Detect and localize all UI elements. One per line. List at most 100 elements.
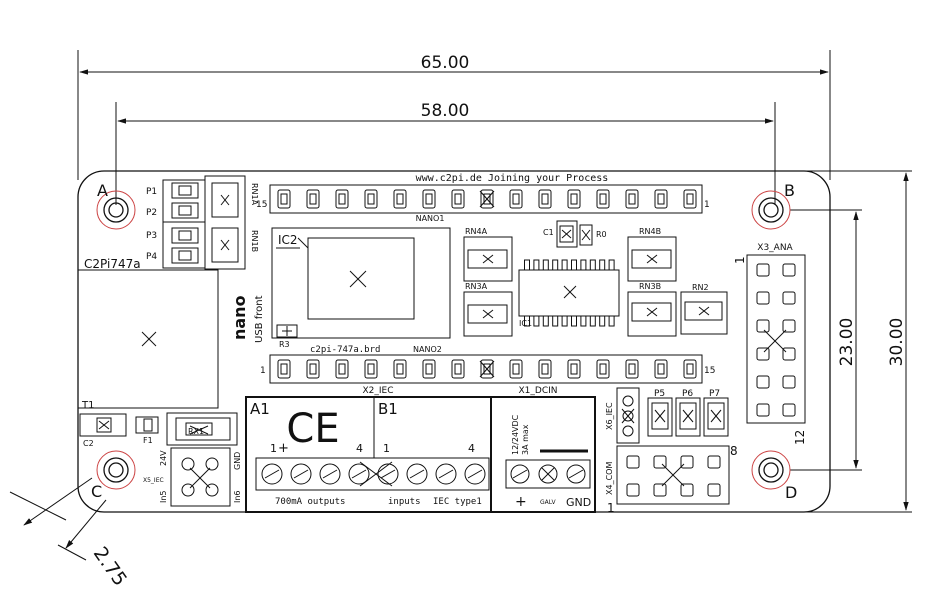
header-pin (683, 359, 697, 379)
label-rn3a: RN3A (465, 282, 488, 291)
dim-hole-y-label: 23.00 (837, 318, 857, 367)
x3-pin (782, 403, 796, 417)
ic1-pin (524, 315, 530, 327)
hole-b-label: B (784, 181, 795, 200)
header-pin (306, 359, 320, 379)
ic1-pin (580, 259, 587, 271)
terminal-screw (435, 463, 457, 485)
label-b1: B1 (378, 400, 398, 418)
header-pin (625, 359, 639, 379)
label-r0: R0 (596, 230, 607, 239)
terminal-screw (261, 463, 283, 485)
header-pin (596, 189, 610, 209)
ic1-pin (571, 315, 577, 327)
x6-iec-label: X6_IEC (605, 402, 614, 430)
x3-pin (782, 319, 796, 333)
x4-com-label: X4_COM (605, 462, 614, 495)
x3-pin (782, 347, 796, 361)
x3-pin1: 1 (733, 256, 747, 264)
x4-pin (626, 483, 640, 497)
label-c1: C1 (543, 228, 554, 237)
terminal-screw (464, 463, 486, 485)
board-name-silk: C2Pi747a (84, 257, 141, 271)
ic1-pin (599, 259, 606, 271)
nano-silk: nano (230, 295, 249, 340)
label-p6: P6 (682, 389, 693, 399)
header-pin (509, 189, 523, 209)
ic1-pin (589, 315, 596, 327)
x4-pin (707, 483, 721, 497)
label-in5: In5 (159, 490, 168, 503)
resistor-rn4b (627, 236, 677, 282)
x3-pin (782, 375, 796, 389)
header-pin (364, 189, 378, 209)
nano1-pin15: 15 (256, 200, 267, 210)
header-pin (393, 189, 407, 209)
resistor-rn2 (680, 291, 728, 335)
header-pin (393, 359, 407, 379)
t1-module (77, 269, 219, 409)
mounting-hole-c (96, 450, 136, 490)
dc-spec-1: 12/24VDC (511, 414, 520, 455)
x1-dcin-label: X1_DCIN (519, 386, 558, 396)
terminal-screw (319, 463, 341, 485)
header-pin (625, 189, 639, 209)
x4-pin (680, 483, 694, 497)
header-pin (451, 189, 465, 209)
header-x5-iec (170, 447, 231, 507)
nano2-pin15: 15 (704, 366, 715, 376)
x4-pin (626, 455, 640, 469)
iec-type-label: IEC type1 (433, 497, 482, 507)
nano2-label: NANO2 (413, 345, 442, 354)
x3-pin12: 12 (793, 430, 807, 445)
label-rn4a: RN4A (465, 227, 488, 236)
ic1-pin (533, 315, 540, 327)
x3-pin (756, 263, 770, 277)
header-x6-iec (616, 387, 640, 444)
dim-width-label: 65.00 (421, 53, 470, 73)
label-p4: P4 (146, 252, 157, 262)
x3-ana-label: X3_ANA (757, 243, 793, 253)
label-p1: P1 (146, 187, 157, 197)
header-pin (538, 359, 552, 379)
header-pin (479, 359, 495, 379)
url-silk: www.c2pi.de Joining your Process (416, 173, 609, 184)
label-rn2: RN2 (692, 283, 709, 292)
x4-pin (653, 483, 667, 497)
header-pin (422, 359, 436, 379)
header-pin (306, 189, 320, 209)
outputs-label: 700mA outputs (275, 497, 345, 507)
ic1-pin (561, 259, 568, 271)
label-rn4b: RN4B (639, 227, 661, 236)
nano1-label: NANO1 (416, 214, 445, 223)
c1-r0 (556, 220, 593, 248)
label-rx1: RX1 (188, 427, 204, 436)
dc-spec-2: 3A max (521, 424, 530, 455)
brd-file-silk: c2pi-747a.brd (310, 345, 380, 355)
header-pin (479, 189, 495, 209)
label-ic2: IC2 (278, 233, 298, 247)
header-pin (683, 189, 697, 209)
label-in6: In6 (233, 490, 242, 503)
header-pin (277, 359, 291, 379)
resistor-rn3b (627, 291, 677, 337)
x3-pin (756, 403, 770, 417)
x3-pin (756, 375, 770, 389)
inputs-label: inputs (388, 497, 421, 507)
dim-height-label: 30.00 (887, 318, 907, 367)
ic1-pin (524, 259, 530, 271)
jumpers-p5-p7 (647, 397, 729, 437)
x4-pin (707, 455, 721, 469)
x3-pin (782, 291, 796, 305)
jumper-block-p1-p4 (162, 179, 206, 269)
terminal-screw (377, 463, 399, 485)
terminal-cross (359, 461, 393, 487)
header-x3-ana (746, 254, 806, 424)
terminal-screw (290, 463, 312, 485)
ic1-pin (589, 259, 596, 271)
ic1-pin (608, 259, 615, 271)
header-pin (277, 189, 291, 209)
x4-pin1: 1 (607, 501, 615, 515)
x3-pin (756, 347, 770, 361)
